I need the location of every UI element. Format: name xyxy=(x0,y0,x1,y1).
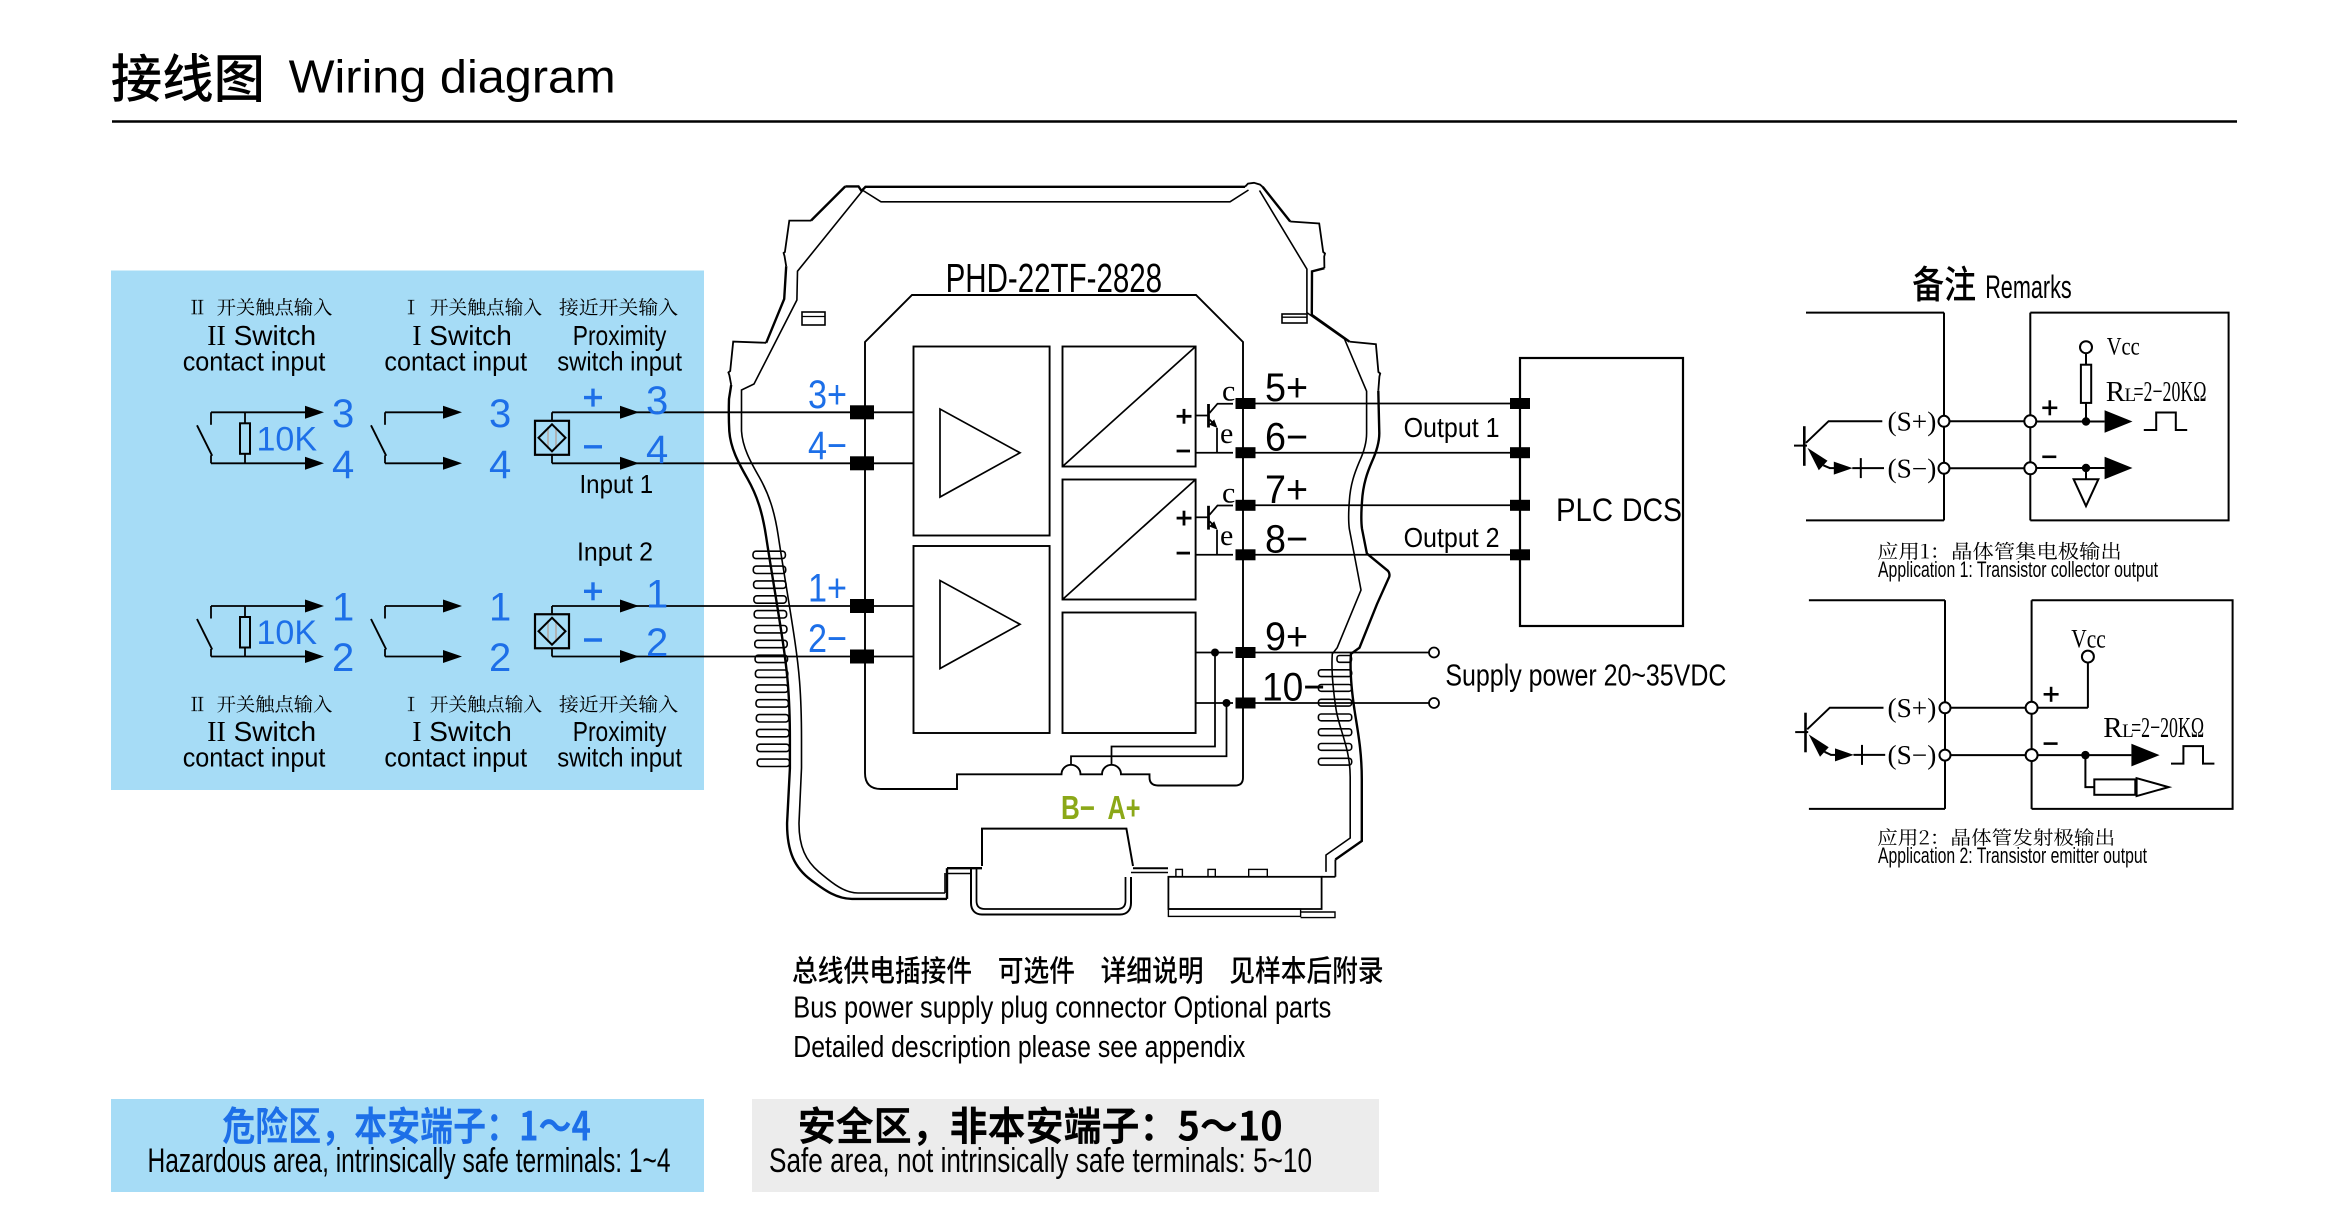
svg-text:A+: A+ xyxy=(1108,789,1141,826)
svg-text:2−: 2− xyxy=(808,617,847,661)
svg-text:=2−20KΩ: =2−20KΩ xyxy=(2131,712,2204,744)
svg-text:c: c xyxy=(1222,375,1235,408)
svg-text:I Switch: I Switch xyxy=(412,320,512,352)
svg-text:Safe area, not intrinsically s: Safe area, not intrinsically safe termin… xyxy=(769,1142,1312,1180)
svg-text:II Switch: II Switch xyxy=(207,320,316,352)
svg-text:3: 3 xyxy=(489,392,511,436)
svg-text:contact input: contact input xyxy=(384,743,527,773)
svg-text:2: 2 xyxy=(332,636,354,680)
svg-text:Vcc: Vcc xyxy=(2071,625,2106,654)
svg-text:contact input: contact input xyxy=(183,347,326,377)
svg-text:Wiring diagram: Wiring diagram xyxy=(289,51,616,103)
svg-text:Input 2: Input 2 xyxy=(577,537,653,567)
svg-text:Hazardous area, intrinsically: Hazardous area, intrinsically safe termi… xyxy=(148,1142,671,1180)
svg-text:(S+): (S+) xyxy=(1888,406,1937,436)
svg-text:Detailed description please se: Detailed description please see appendix xyxy=(793,1030,1245,1064)
svg-text:Output 1: Output 1 xyxy=(1404,412,1500,443)
svg-text:Bus power supply plug connecto: Bus power supply plug connector Optional… xyxy=(793,991,1331,1025)
svg-text:Remarks: Remarks xyxy=(1985,269,2072,305)
svg-text:4−: 4− xyxy=(808,424,847,468)
svg-text:4: 4 xyxy=(489,443,511,487)
svg-text:3+: 3+ xyxy=(808,373,847,417)
svg-text:3: 3 xyxy=(646,379,668,423)
svg-text:Application 2: Transistor emit: Application 2: Transistor emitter output xyxy=(1878,843,2147,868)
svg-text:10K: 10K xyxy=(257,614,318,652)
svg-text:II Switch: II Switch xyxy=(207,716,316,748)
svg-text:Proximity: Proximity xyxy=(573,716,667,747)
svg-text:3: 3 xyxy=(332,392,354,436)
svg-text:contact input: contact input xyxy=(183,743,326,773)
svg-text:1: 1 xyxy=(489,586,511,630)
svg-text:1+: 1+ xyxy=(808,567,847,611)
svg-text:contact input: contact input xyxy=(384,347,527,377)
svg-text:c: c xyxy=(1222,476,1235,509)
svg-text:e: e xyxy=(1220,519,1233,552)
svg-text:Vcc: Vcc xyxy=(2107,333,2140,360)
svg-text:10K: 10K xyxy=(257,420,318,458)
svg-text:Output 2: Output 2 xyxy=(1404,522,1500,553)
svg-text:L: L xyxy=(2125,385,2137,406)
svg-text:(S−): (S−) xyxy=(1888,453,1937,483)
svg-text:PHD-22TF-2828: PHD-22TF-2828 xyxy=(946,255,1163,301)
svg-text:2: 2 xyxy=(489,636,511,680)
svg-text:1: 1 xyxy=(646,573,668,617)
svg-text:(S+): (S+) xyxy=(1888,693,1937,723)
svg-text:switch input: switch input xyxy=(557,743,682,773)
svg-text:e: e xyxy=(1220,417,1233,450)
svg-text:R: R xyxy=(2106,376,2126,408)
svg-text:Application 1: Transistor coll: Application 1: Transistor collector outp… xyxy=(1878,557,2158,582)
svg-text:Input 1: Input 1 xyxy=(580,469,654,499)
svg-text:1: 1 xyxy=(332,586,354,630)
svg-text:=2−20KΩ: =2−20KΩ xyxy=(2134,376,2207,408)
svg-text:B−: B− xyxy=(1061,789,1095,826)
svg-text:PLC: PLC xyxy=(1556,492,1613,528)
svg-text:4: 4 xyxy=(332,443,354,487)
svg-text:Supply power 20~35VDC: Supply power 20~35VDC xyxy=(1445,658,1726,693)
svg-text:switch input: switch input xyxy=(557,347,682,377)
svg-text:DCS: DCS xyxy=(1622,492,1682,528)
svg-text:R: R xyxy=(2103,712,2123,744)
svg-text:2: 2 xyxy=(646,621,668,665)
svg-text:Proximity: Proximity xyxy=(573,320,667,351)
svg-text:4: 4 xyxy=(646,428,668,472)
svg-text:I Switch: I Switch xyxy=(412,716,512,748)
svg-text:(S−): (S−) xyxy=(1888,740,1937,770)
svg-text:L: L xyxy=(2122,721,2134,742)
